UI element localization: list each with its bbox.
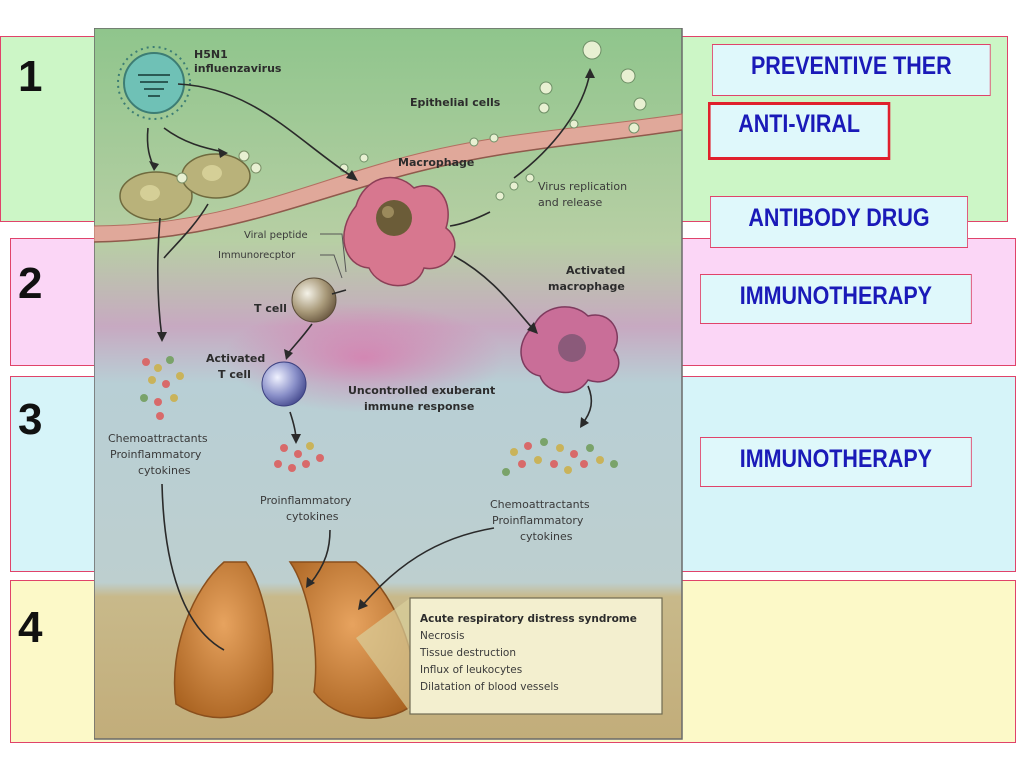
replication-label-line-2: and release: [538, 196, 603, 209]
virus-label-line-2: influenzavirus: [194, 62, 282, 75]
stage-number-4: 4: [18, 603, 43, 652]
anti-viral-label: ANTI-VIRAL: [708, 102, 891, 160]
stage-number-1: 1: [18, 52, 43, 101]
lungs-icon: [173, 561, 416, 719]
replication-label-line-1: Virus replication: [538, 180, 627, 193]
chemo-right-line-1: Chemoattractants: [490, 498, 590, 511]
ards-box: [409, 597, 663, 715]
t-cell-icon: [291, 277, 337, 323]
stage-number-3: 3: [18, 395, 43, 444]
antibody-drug-label: ANTIBODY DRUG: [710, 196, 968, 248]
viral-peptide-label: Viral peptide: [244, 230, 308, 241]
proinflammatory-line-2: cytokines: [286, 510, 339, 523]
virus-label-line-1: H5N1: [194, 48, 228, 61]
macrophage-icon: [343, 176, 456, 287]
ards-item-4: Dilatation of blood vessels: [420, 681, 559, 693]
uncontrolled-label-line-1: Uncontrolled exuberant: [348, 384, 495, 397]
chemo-left-line-1: Chemoattractants: [108, 432, 208, 445]
activated-t-cell-label-line-1: Activated: [206, 352, 265, 365]
activated-t-cell-icon: [261, 361, 307, 407]
cytokine-cluster-middle-icon: [274, 442, 324, 472]
chemo-right-line-3: cytokines: [520, 530, 573, 543]
cytokine-cluster-right-icon: [502, 438, 618, 476]
ards-item-2: Tissue destruction: [419, 647, 516, 659]
chemo-right-line-2: Proinflammatory: [492, 514, 584, 527]
proinflammatory-line-1: Proinflammatory: [260, 494, 352, 507]
t-cell-label: T cell: [254, 302, 287, 315]
macrophage-label: Macrophage: [398, 156, 474, 169]
immunotherapy-label-stage-2: IMMUNOTHERAPY: [700, 274, 972, 324]
activated-macrophage-icon: [520, 306, 620, 394]
ards-item-1: Necrosis: [420, 630, 464, 642]
epithelial-cell-icon: [119, 150, 262, 221]
pathway-arrows: [146, 71, 593, 651]
virion-particles-icon: [339, 40, 647, 201]
activated-t-cell-label-line-2: T cell: [218, 368, 251, 381]
immunoreceptor-label: Immunorecptor: [218, 250, 296, 261]
uncontrolled-label-line-2: immune response: [364, 400, 474, 413]
chemo-left-line-3: cytokines: [138, 464, 191, 477]
stage-number-2: 2: [18, 259, 43, 308]
svg-text:H5N1: H5N1: [194, 48, 228, 61]
immunotherapy-label-stage-3: IMMUNOTHERAPY: [700, 437, 972, 487]
preventive-therapy-label: PREVENTIVE THER: [712, 44, 991, 96]
activated-macrophage-label-line-1: Activated: [566, 264, 625, 277]
h5n1-pathogenesis-figure: H5N1 influenzavirus Epithelial cells Mac…: [94, 28, 683, 740]
h5n1-virus-icon: [117, 46, 191, 120]
svg-text:influenzavirus: influenzavirus: [194, 62, 282, 75]
ards-title: Acute respiratory distress syndrome: [420, 613, 637, 625]
epithelial-cells-label: Epithelial cells: [410, 96, 501, 109]
cytokine-cluster-left-icon: [140, 356, 184, 420]
chemo-left-line-2: Proinflammatory: [110, 448, 202, 461]
activated-macrophage-label-line-2: macrophage: [548, 280, 625, 293]
ards-item-3: Influx of leukocytes: [420, 664, 522, 676]
